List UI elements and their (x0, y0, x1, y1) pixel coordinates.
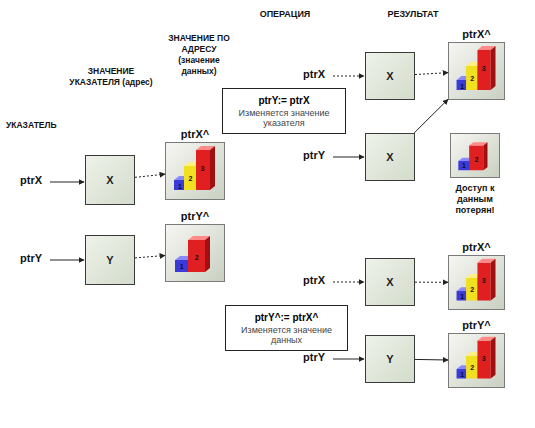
column-heading: УКАЗАТЕЛЬ (6, 120, 76, 131)
data-heading: ptrX^ (439, 241, 514, 253)
pointer-arrow (415, 359, 448, 361)
bar-number: 1 (462, 162, 466, 169)
pointer-arrow (135, 174, 165, 177)
data-box: ptrY^12 (165, 224, 225, 282)
data-heading: ptrX^ (439, 28, 514, 40)
bar-number: 3 (482, 276, 486, 283)
pointer-box: X (365, 52, 415, 100)
operation-code: ptrY^:= ptrX^ (255, 312, 319, 323)
column-heading: Доступ к данным потерян! (444, 183, 506, 216)
pointer-name: ptrX (303, 69, 335, 80)
pointer-value: X (386, 151, 393, 163)
pointer-name: ptrX (303, 275, 335, 286)
pointer-arrow (415, 282, 448, 283)
column-heading: ЗНАЧЕНИЕ УКАЗАТЕЛЯ (адрес) (68, 66, 154, 88)
pointer-arrow (415, 73, 448, 75)
column-heading: РЕЗУЛЬТАТ (378, 9, 448, 20)
pointer-name: ptrY (303, 352, 335, 363)
pointer-value: X (106, 174, 113, 186)
pointer-leader (50, 260, 84, 261)
pointer-box: Y (85, 235, 135, 285)
pointer-name: ptrX (20, 175, 52, 186)
pointer-name: ptrY (20, 253, 52, 264)
bar-number: 3 (201, 165, 205, 172)
pointer-name: ptrY (303, 150, 335, 161)
column-heading: ОПЕРАЦИЯ (245, 9, 325, 20)
bar-number: 2 (470, 285, 474, 292)
data-box: ptrY^123 (448, 333, 505, 388)
operation-box: ptrY^:= ptrX^ Изменяется значение данных (225, 305, 348, 351)
operation-note: Изменяется значение указателя (227, 108, 341, 128)
pointer-value: Y (106, 254, 113, 266)
pointer-box: X (365, 133, 415, 181)
data-heading: ptrY^ (439, 319, 514, 331)
pointer-box: X (85, 155, 135, 205)
operation-note: Изменяется значение данных (230, 325, 343, 345)
bar-number: 1 (178, 182, 182, 189)
operation-box: ptrY:= ptrX Изменяется значение указателя (222, 88, 346, 134)
data-box: 12 (450, 133, 500, 178)
data-heading: ptrY^ (156, 210, 234, 222)
pointer-value: X (386, 276, 393, 288)
operation-code: ptrY:= ptrX (258, 95, 309, 106)
bar-number: 2 (188, 174, 192, 181)
data-box: ptrX^123 (448, 255, 505, 310)
column-heading: ЗНАЧЕНИЕ ПО АДРЕСУ (значение данных) (160, 33, 238, 77)
data-box: ptrX^123 (165, 142, 225, 200)
data-box: ptrX^123 (448, 42, 505, 100)
bar-number: 3 (482, 65, 486, 72)
pointer-value: Y (386, 353, 393, 365)
bar-number: 1 (460, 82, 464, 89)
bar-number: 1 (460, 293, 464, 300)
pointer-leader (50, 182, 84, 183)
pointer-leader (333, 157, 364, 158)
pointer-box: Y (365, 335, 415, 383)
bar-number: 1 (180, 262, 184, 269)
pointer-leader (333, 359, 364, 360)
pointer-arrow (135, 255, 165, 257)
bar-number: 2 (470, 363, 474, 370)
pointer-leader (333, 282, 364, 283)
bar-number: 3 (482, 354, 486, 361)
bar-number: 2 (474, 155, 478, 162)
pointer-arrow (414, 99, 448, 133)
bar-number: 1 (460, 371, 464, 378)
pointer-leader (333, 76, 364, 77)
bar-number: 2 (470, 74, 474, 81)
pointer-box: X (365, 258, 415, 306)
bar-number: 2 (195, 254, 199, 261)
pointer-value: X (386, 70, 393, 82)
